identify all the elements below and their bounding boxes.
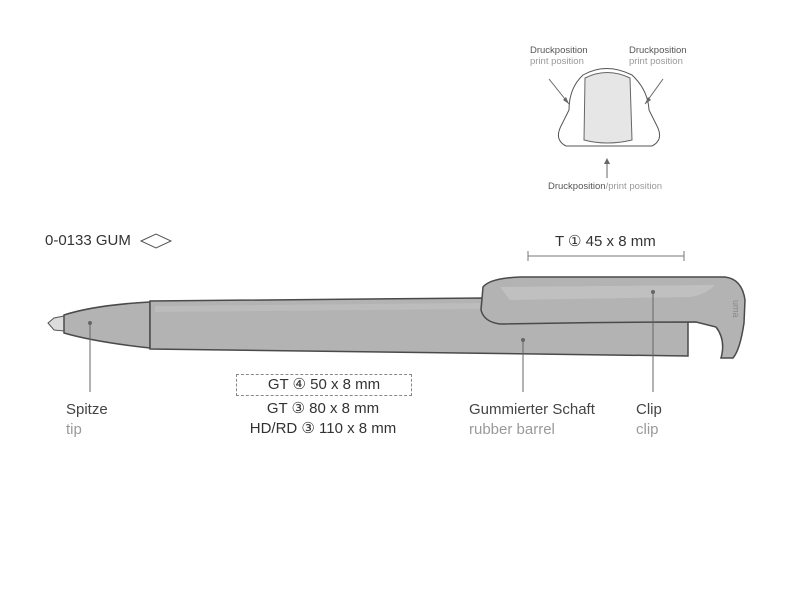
print-position-bottom-en: print position: [608, 181, 663, 192]
pen-nose: [63, 301, 151, 349]
print-position-bottom-de: Druckposition: [548, 181, 606, 192]
print-position-left-de: Druckposition: [530, 45, 588, 56]
callout-barrel-en: rubber barrel: [469, 421, 555, 438]
imprint-barrel-size-2: GT ③ 80 x 8 mm: [266, 400, 380, 417]
callout-tip-en: tip: [66, 421, 82, 438]
print-position-bottom: Druckposition/print position: [548, 181, 662, 192]
print-position-bottom-sep: /: [605, 181, 609, 192]
imprint-barrel-size-1: GT ④ 50 x 8 mm: [236, 374, 412, 396]
imprint-barrel-size-3: HD/RD ③ 110 x 8 mm: [249, 420, 397, 437]
clip-logo: uma: [731, 300, 741, 318]
callout-tip-de: Spitze: [66, 401, 108, 418]
print-position-right-de: Druckposition: [629, 45, 687, 56]
print-position-right-en: print position: [629, 56, 683, 67]
callout-barrel-de: Gummierter Schaft: [469, 401, 595, 418]
pen-tip-metal: [47, 315, 65, 332]
imprint-clip-size: T ① 45 x 8 mm: [555, 233, 656, 250]
callout-clip-de: Clip: [636, 401, 662, 418]
diamond-icon: [139, 233, 173, 249]
callout-clip-en: clip: [636, 421, 659, 438]
product-code: 0-0133 GUM: [45, 232, 131, 249]
print-position-left-en: print position: [530, 56, 584, 67]
cross-section-face: [583, 72, 633, 144]
